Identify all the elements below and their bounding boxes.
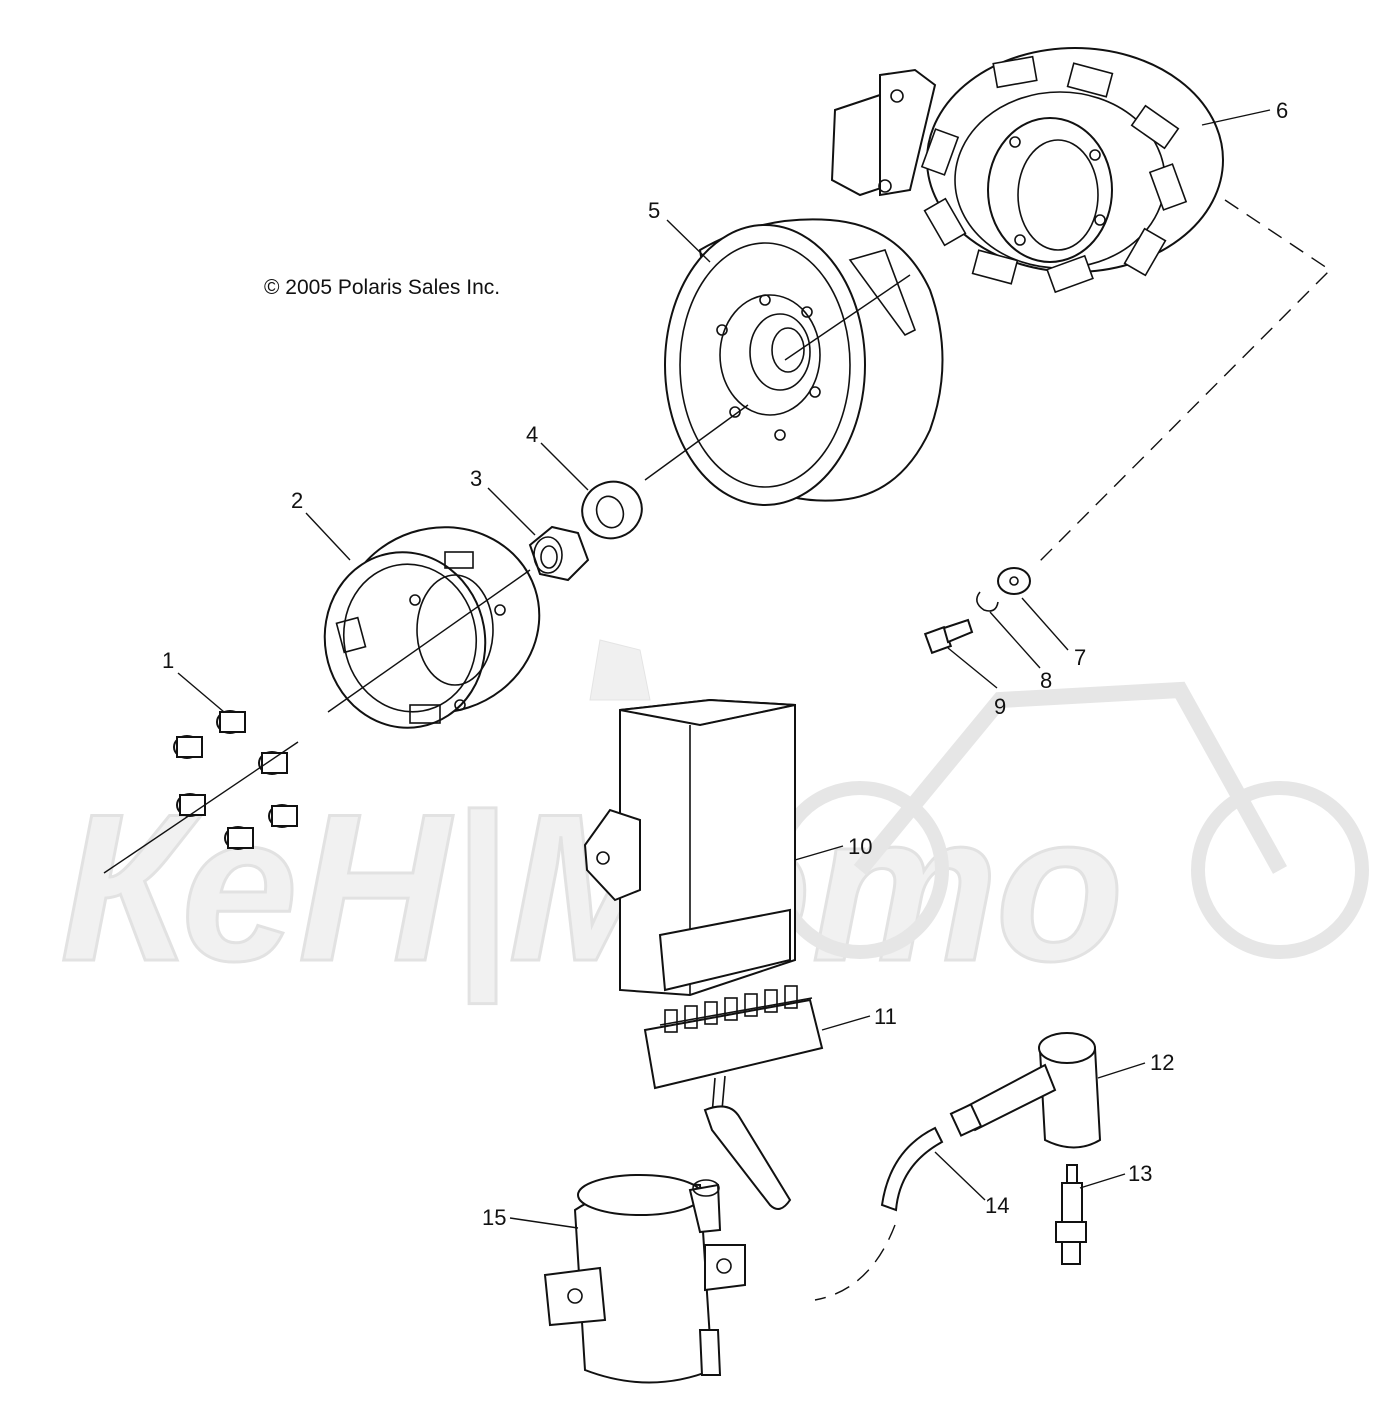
cdi-module-part-10: [583, 698, 796, 997]
starter-cup-part-2: [323, 526, 541, 729]
bolts-part-1: [173, 710, 298, 850]
callout-7: 7: [1074, 645, 1086, 670]
leader-lines: [103, 109, 1332, 1301]
ignition-coil-part-15: [543, 1174, 746, 1384]
callout-9: 9: [994, 694, 1006, 719]
callout-5: 5: [648, 198, 660, 223]
lock-washer-part-8: [976, 591, 999, 612]
watermark-logo: КеН|Мото: [59, 639, 1369, 1007]
washer-part-4: [581, 480, 643, 540]
callout-11: 11: [874, 1004, 897, 1029]
watermark-text: КеН|Мото: [60, 770, 1124, 1005]
copyright-text: © 2005 Polaris Sales Inc.: [264, 276, 500, 299]
connector-part-11: [643, 985, 824, 1210]
nut-part-3: [528, 525, 590, 582]
wire-part-14: [880, 1126, 944, 1212]
callout-labels: 1 2 3 4 5 6 7 8 9 10 11 12 13 14 15: [162, 98, 1288, 1230]
screw-part-9: [923, 618, 974, 655]
callout-6: 6: [1276, 98, 1288, 123]
spark-plug-part-13: [1055, 1164, 1087, 1265]
callout-3: 3: [470, 466, 482, 491]
callout-12: 12: [1150, 1050, 1174, 1075]
plug-cap-part-12: [949, 1032, 1102, 1149]
callout-4: 4: [526, 422, 538, 447]
callout-13: 13: [1128, 1161, 1152, 1186]
callout-1: 1: [162, 648, 174, 673]
washer-part-7: [997, 567, 1031, 595]
callout-15: 15: [482, 1205, 506, 1230]
stator-part-6: [830, 47, 1224, 294]
flywheel-part-5: [664, 218, 944, 506]
callout-8: 8: [1040, 668, 1052, 693]
callout-14: 14: [985, 1193, 1009, 1218]
callout-10: 10: [848, 834, 872, 859]
callout-2: 2: [291, 488, 303, 513]
